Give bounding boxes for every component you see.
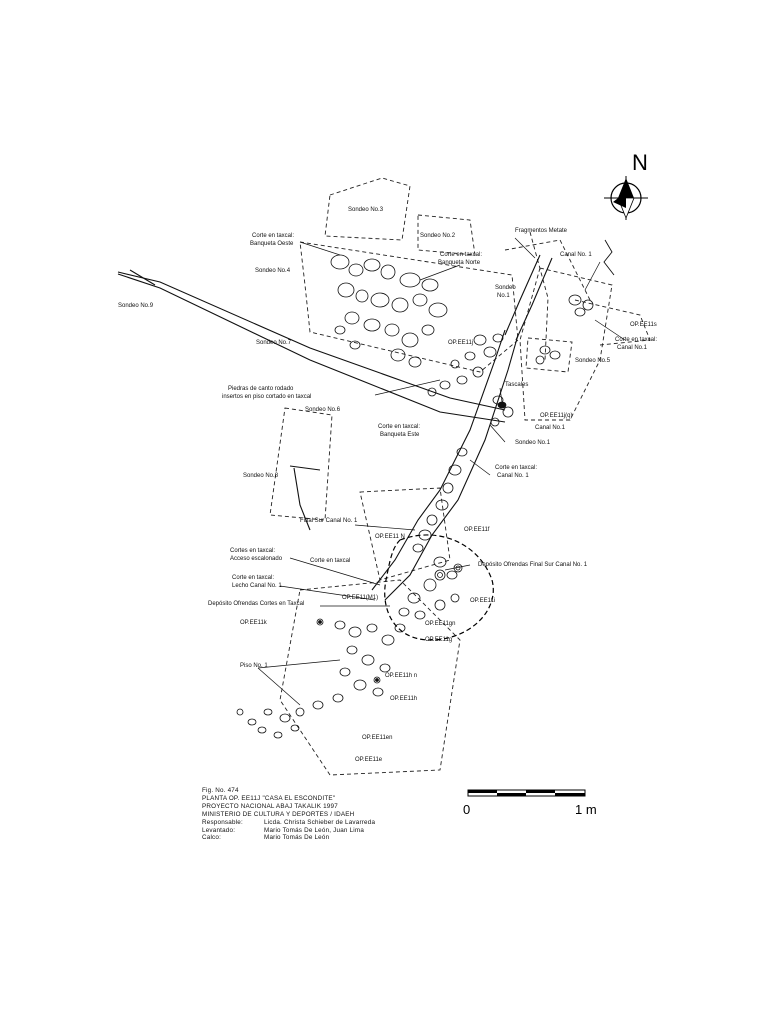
north-label: N: [632, 150, 648, 175]
label-sondeo-2: Sondeo No.2: [420, 233, 456, 239]
sondeo8-cross: [289, 465, 321, 471]
label-corte-en-taxcal: Corte en taxcal: [310, 558, 351, 564]
main-canal-right: [384, 334, 519, 601]
label-deposito-cortes: Depósito Ofrendas Cortes en Taxcal: [208, 601, 305, 607]
scale-end-label: 1 m: [575, 802, 597, 817]
scale-start-label: 0: [463, 802, 471, 817]
excavation-unit-outlines: [269, 177, 651, 776]
north-arrow: [604, 176, 648, 220]
label-opee11f: OP.EE11f: [464, 527, 490, 533]
label-canal-1-mid: Canal No.1: [535, 425, 566, 431]
zigzag-arrow: [603, 239, 615, 276]
label-opee11j: OP.EE11j: [448, 340, 474, 346]
label-fragmentos: Fragmentos Metate: [515, 228, 568, 234]
label-corte-oeste-2: Banqueta Oeste: [250, 241, 294, 247]
caption-responsable: Responsable: Licda. Christa Schieber de L…: [202, 819, 375, 827]
label-tascales: Tascales: [505, 382, 529, 388]
caption-calco: Calco: Mario Tomás De León: [202, 834, 375, 842]
sondeo-5-outline: [525, 337, 573, 373]
caption-fig: Fig. No. 474: [202, 787, 239, 794]
label-corte-norte-1: Corte en taxcal:: [440, 252, 483, 258]
caption-responsable-key: Responsable:: [202, 818, 243, 826]
label-opee11gn: OP.EE11gn: [425, 621, 456, 627]
caption-ministry: MINISTERIO DE CULTURA Y DEPORTES / IDAEH: [202, 810, 355, 818]
label-corte-norte-2: Banqueta Norte: [438, 260, 481, 266]
north-dash: [529, 231, 549, 361]
label-sondeo-1-lower: Sondeo No.1: [515, 440, 551, 446]
label-sondeo-1b: No.1: [497, 293, 510, 299]
label-piso-1: Piso No. 1: [240, 663, 268, 669]
label-opee11i: OP.EE11i: [470, 598, 496, 604]
caption-levantado-key: Levantado:: [202, 826, 236, 834]
label-corte-canal-ne-2: Canal No.1: [617, 345, 648, 351]
caption-levantado: Levantado: Mario Tomás De León, Juan Lima: [202, 827, 375, 835]
main-canal-left: [371, 329, 506, 591]
label-piedras-2: insertos en piso cortado en taxcal: [222, 394, 312, 400]
label-sondeo-8: Sondeo No.8: [243, 473, 279, 479]
label-sondeo-1a: Sondeo: [495, 285, 516, 291]
label-sondeo-3: Sondeo No.3: [348, 207, 384, 213]
ee11s-outline: [574, 299, 651, 346]
label-corte-lecho-2: Lecho Canal No. 1: [232, 583, 282, 589]
west-canal-upper: [117, 271, 506, 411]
label-opee11hn: OP.EE11h n: [385, 673, 418, 679]
caption-title: PLANTA OP. EE11J "CASA EL ESCONDITE": [202, 794, 336, 802]
stones: [236, 254, 594, 739]
label-opee11e: OP.EE11e: [355, 757, 383, 763]
label-sondeo-5: Sondeo No.5: [575, 358, 611, 364]
sondeo-3-outline: [324, 177, 411, 241]
label-sondeo-4: Sondeo No.4: [255, 268, 291, 274]
canal-lines: [117, 254, 553, 601]
label-corte-este-1: Corte en taxcal:: [378, 424, 421, 430]
label-corte-lecho-1: Corte en taxcal:: [232, 575, 275, 581]
label-deposito-final: Depósito Ofrendas Final Sur Canal No. 1: [478, 562, 588, 568]
caption-levantado-value: Mario Tomás De León, Juan Lima: [264, 826, 365, 834]
label-cortes-acceso-2: Acceso escalonado: [230, 556, 283, 562]
label-opee11q: OP.EE11j(q): [540, 413, 573, 419]
deposit-ellipse: [384, 534, 494, 641]
sondeo-2-outline: [417, 214, 476, 256]
canal-no1-upper: [504, 254, 541, 336]
label-sondeo-6: Sondeo No.6: [305, 407, 341, 413]
label-corte-oeste-1: Corte en taxcal:: [252, 233, 295, 239]
east-edge-line: [504, 239, 591, 301]
label-cortes-acceso-1: Cortes en taxcal:: [230, 548, 276, 554]
caption-responsable-value: Licda. Christa Schieber de Lavarreda: [264, 818, 376, 826]
label-final-sur: Final Sur Canal No. 1: [300, 518, 358, 524]
label-opee11n: OP.EE11 N: [375, 534, 405, 540]
label-opee11s: OP.EE11s: [630, 322, 657, 328]
label-sondeo-9: Sondeo No.9: [118, 303, 154, 309]
scale-bar: [467, 789, 586, 797]
label-opee11g: OP.EE11g: [425, 637, 453, 643]
canal-no1-upper-r: [515, 257, 553, 341]
label-opee11k: OP.EE11k: [240, 620, 267, 626]
label-corte-este-2: Banqueta Este: [380, 432, 420, 438]
label-opee11en: OP.EE11en: [362, 735, 393, 741]
canal-end: [129, 269, 156, 286]
label-sondeo-7: Sondeo No.7: [256, 340, 292, 346]
caption-calco-key: Calco:: [202, 834, 222, 842]
label-corte-canal-ne-1: Corte en taxcal:: [615, 337, 658, 343]
west-canal-lower: [117, 273, 506, 423]
label-corte-canal-1: Corte en taxcal:: [495, 465, 538, 471]
label-opee11h: OP.EE11h: [390, 696, 418, 702]
central-unit-outline: [359, 487, 451, 581]
label-corte-canal-2: Canal No. 1: [497, 473, 529, 479]
south-unit-outline: [279, 579, 461, 776]
dashed-deposit-outline: [384, 534, 494, 641]
label-piedras-1: Piedras de canto rodado: [228, 386, 294, 392]
east-canal-outline: [519, 267, 613, 421]
label-canal-1-top: Canal No. 1: [560, 252, 592, 258]
caption-project: PROYECTO NACIONAL ABAJ TAKALIK 1997: [202, 802, 338, 810]
figure-caption: Fig. No. 474 PLANTA OP. EE11J "CASA EL E…: [202, 787, 375, 842]
label-opee11m: OP.EE11(M1): [342, 595, 379, 601]
sondeo-8-outline: [269, 407, 333, 521]
leader-lines: [257, 237, 626, 706]
caption-calco-value: Mario Tomás De León: [264, 834, 330, 842]
upper-excavation-outline: [299, 241, 519, 373]
sondeo8-trench: [293, 467, 311, 531]
